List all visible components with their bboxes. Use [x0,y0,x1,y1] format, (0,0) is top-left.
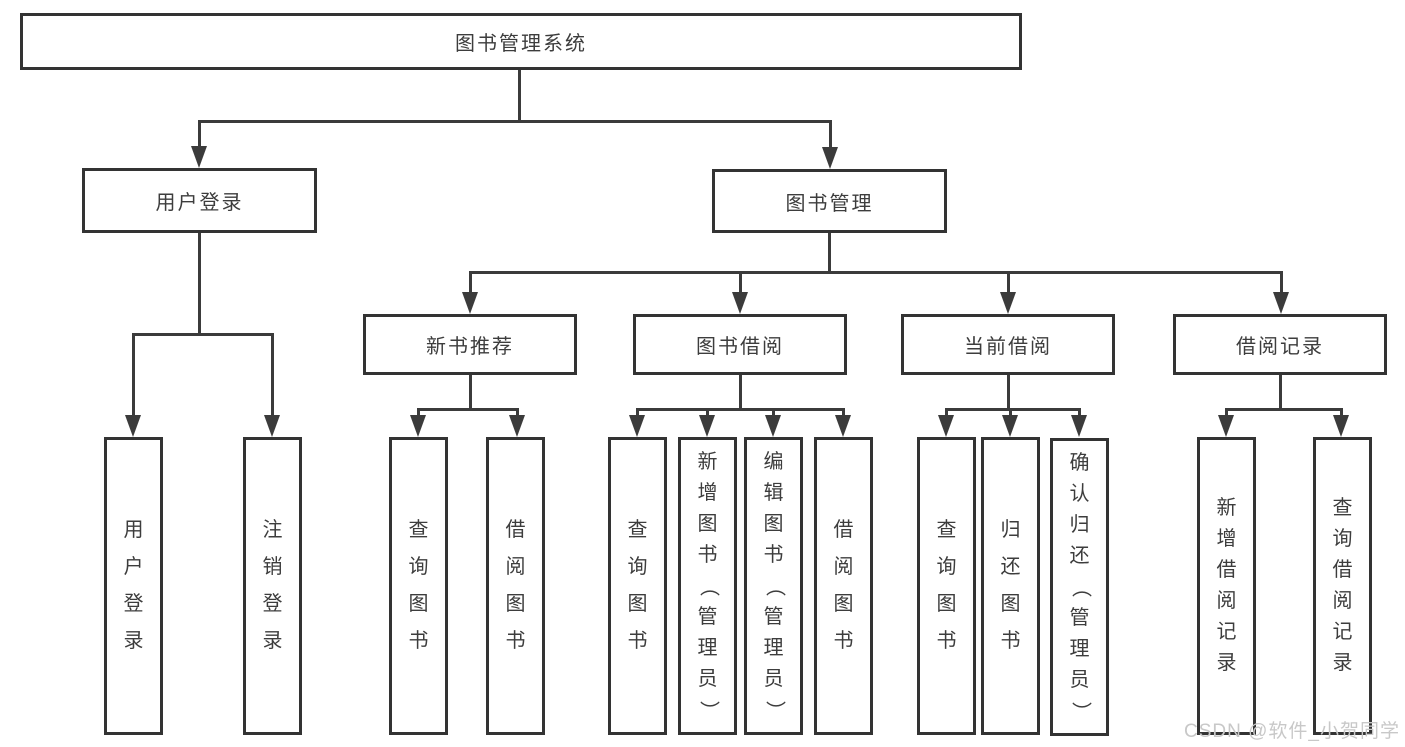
arrowhead-icon [732,292,748,314]
connector-line [469,271,1283,274]
node-book-management: 图书管理 [712,169,947,233]
leaf-borrow-books: 借阅图书 [814,437,873,735]
connector-line [1225,408,1343,411]
node-label: 图书借阅 [696,336,784,358]
arrowhead-icon [835,415,851,437]
arrowhead-icon [938,415,954,437]
connector-line [636,408,639,415]
connector-line [1225,408,1228,415]
connector-line [828,233,831,273]
node-label: 图书管理 [785,192,874,215]
leaf-add-borrow-record: 新增借阅记录 [1197,437,1256,735]
leaf-add-books-admin: 新增图书（管理员） [678,437,737,735]
connector-line [829,120,832,148]
connector-line [1007,271,1010,292]
node-label: 借阅图书 [833,519,854,652]
node-label: 借阅记录 [1236,336,1324,358]
connector-line [198,233,201,336]
connector-line [1340,408,1343,415]
node-book-borrow: 图书借阅 [633,314,847,375]
connector-line [842,408,845,415]
arrowhead-icon [191,146,207,168]
connector-line [417,408,420,415]
connector-line [1009,408,1012,415]
leaf-return-books: 归还图书 [981,437,1040,735]
node-label: 用户登录 [155,192,244,214]
node-label: 图书管理系统 [455,33,587,55]
csdn-watermark: CSDN @软件_小贺同学 [1184,721,1400,742]
arrowhead-icon [264,415,280,437]
connector-line [1280,271,1283,292]
connector-line [772,408,775,415]
arrowhead-icon [699,415,715,437]
connector-line [469,375,472,411]
leaf-query-books-borrow: 查询图书 [608,437,667,735]
node-label: 确认归还（管理员） [1069,451,1091,722]
node-label: 编辑图书（管理员） [763,450,785,721]
node-current-borrow: 当前借阅 [901,314,1115,375]
node-label: 借阅图书 [505,519,526,652]
connector-line [706,408,709,415]
connector-line [198,120,201,148]
connector-line [1078,408,1081,415]
connector-line [739,271,742,292]
node-borrow-records: 借阅记录 [1173,314,1387,375]
arrowhead-icon [822,147,838,169]
connector-line [739,375,742,411]
node-label: 查询图书 [936,519,957,652]
arrowhead-icon [125,415,141,437]
connector-line [1007,375,1010,411]
arrowhead-icon [410,415,426,437]
node-library-management-system: 图书管理系统 [20,13,1022,70]
connector-line [516,408,519,415]
leaf-confirm-return-admin: 确认归还（管理员） [1050,438,1109,736]
leaf-query-books-recommend: 查询图书 [389,437,448,735]
connector-line [469,271,472,292]
arrowhead-icon [1071,415,1087,437]
node-label: 新增借阅记录 [1216,497,1237,674]
arrowhead-icon [629,415,645,437]
arrowhead-icon [1333,415,1349,437]
connector-line [945,408,1081,411]
connector-line [132,333,135,415]
leaf-user-login: 用户登录 [104,437,163,735]
connector-line [417,408,519,411]
arrowhead-icon [509,415,525,437]
node-user-login: 用户登录 [82,168,317,233]
node-label: 注销登录 [262,519,283,652]
arrowhead-icon [1002,415,1018,437]
leaf-query-books-current: 查询图书 [917,437,976,735]
connector-line [132,333,274,336]
arrowhead-icon [1273,292,1289,314]
arrowhead-icon [462,292,478,314]
node-new-book-recommend: 新书推荐 [363,314,577,375]
node-label: 新增图书（管理员） [697,450,719,721]
node-label: 查询图书 [408,519,429,652]
arrowhead-icon [1218,415,1234,437]
node-label: 新书推荐 [426,336,514,358]
leaf-borrow-books-recommend: 借阅图书 [486,437,545,735]
leaf-logout: 注销登录 [243,437,302,735]
arrowhead-icon [1000,292,1016,314]
arrowhead-icon [765,415,781,437]
leaf-query-borrow-record: 查询借阅记录 [1313,437,1372,735]
connector-line [1279,375,1282,411]
node-label: 查询借阅记录 [1332,497,1353,674]
connector-line [518,70,521,122]
connector-line [198,120,832,123]
node-label: 当前借阅 [964,336,1052,358]
connector-line [636,408,845,411]
node-label: 查询图书 [627,519,648,652]
connector-line [945,408,948,415]
node-label: 归还图书 [1000,519,1021,652]
connector-line [271,333,274,415]
leaf-edit-books-admin: 编辑图书（管理员） [744,437,803,735]
node-label: 用户登录 [123,519,144,652]
